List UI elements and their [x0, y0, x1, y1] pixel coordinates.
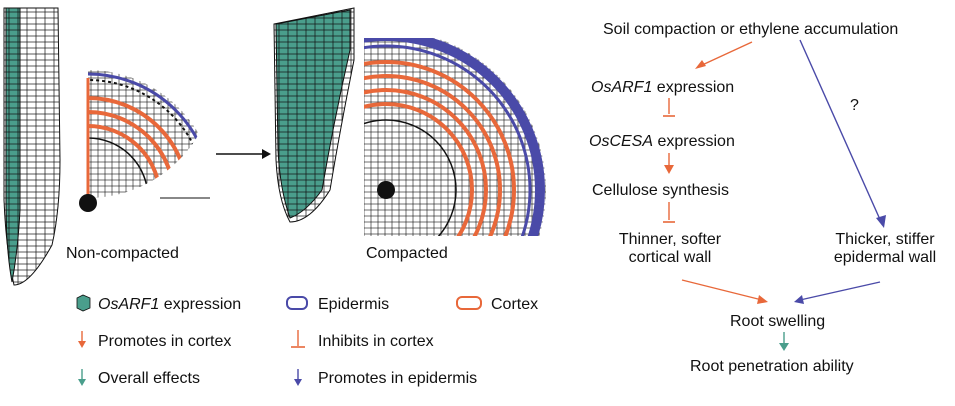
osarf1-expression-node: OsARF1 expression — [591, 79, 734, 97]
thicker-line2: epidermal wall — [833, 249, 937, 266]
noncompacted-caption: Non-compacted — [66, 245, 179, 262]
inhibition-bar-icon — [291, 330, 305, 348]
legend-inhibits-cortex: Inhibits in cortex — [318, 333, 434, 350]
oscesa-expression-node: OsCESA expression — [589, 133, 735, 151]
noncompacted-root-longitudinal — [3, 7, 61, 286]
osarf1-expression-suffix: expression — [652, 79, 735, 96]
compacted-root-longitudinal — [273, 7, 355, 223]
soil-compaction-node: Soil compaction or ethylene accumulation — [603, 21, 899, 38]
down-arrow-icon — [78, 369, 86, 386]
thinner-line2: cortical wall — [628, 249, 712, 266]
thinner-cortical-wall-node: Thinner, softer cortical wall — [600, 231, 740, 267]
legend-osarf1-expression: OsARF1 expression — [98, 296, 241, 314]
legend-icons — [76, 294, 482, 386]
down-arrow-icon — [294, 369, 302, 386]
compacted-caption: Compacted — [366, 245, 448, 262]
legend-overall-effects: Overall effects — [98, 370, 200, 387]
down-arrow-icon — [78, 331, 86, 348]
root-penetration-node: Root penetration ability — [690, 358, 854, 375]
orange-cell-outline-icon — [456, 296, 482, 310]
osarf1-gene-name: OsARF1 — [591, 79, 653, 96]
legend-epidermis: Epidermis — [318, 296, 390, 313]
purple-cell-outline-icon — [286, 296, 308, 310]
legend-promotes-cortex: Promotes in cortex — [98, 333, 232, 350]
cellulose-synthesis-node: Cellulose synthesis — [592, 182, 729, 199]
oscesa-gene-name: OsCESA — [589, 133, 654, 150]
legend-osarf1-gene: OsARF1 — [98, 296, 160, 313]
thicker-line1: Thicker, stiffer — [835, 231, 935, 248]
thicker-epidermal-wall-node: Thicker, stiffer epidermal wall — [815, 231, 955, 267]
thinner-line1: Thinner, softer — [618, 231, 722, 248]
unknown-mechanism-mark: ? — [850, 97, 859, 114]
legend-osarf1-suffix: expression — [159, 296, 242, 313]
teal-hexagon-icon — [76, 294, 91, 312]
root-swelling-node: Root swelling — [730, 313, 826, 330]
legend-promotes-epidermis: Promotes in epidermis — [318, 370, 478, 387]
flow-arrows — [663, 39, 886, 351]
oscesa-expression-suffix: expression — [653, 133, 735, 150]
noncompacted-cross-section — [62, 70, 222, 240]
legend-cortex: Cortex — [491, 296, 539, 313]
compacted-cross-section — [364, 38, 546, 236]
